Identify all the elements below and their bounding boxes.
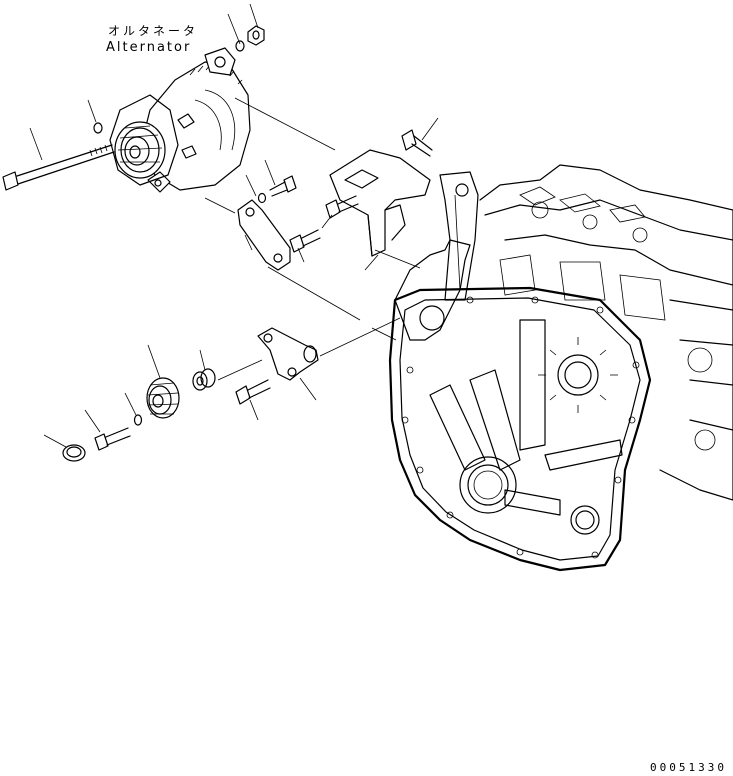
pulley-collar [192,368,216,391]
idler-bracket-bolt [235,379,271,405]
bracket-bolt-top [401,129,433,157]
alternator-label-japanese: オルタネータ [108,24,199,38]
pulley-cover-washer [62,444,86,462]
drawing-number: 00051330 [650,761,727,774]
pulley-bolt [94,414,143,451]
assembly-guide-lines [204,97,421,381]
bracket-bolt-side [325,195,359,219]
washer-through-bolt [93,122,103,134]
alternator-bracket [329,149,431,257]
alternator-label-english: Alternator [106,40,192,55]
mounting-plate [394,171,479,341]
callout-leaders [29,3,439,448]
link-bolt-lower [289,229,321,253]
engine-block [388,164,733,572]
nut-and-washer-top [235,25,265,52]
idler-bracket [257,327,319,381]
through-bolt [2,144,115,191]
idler-pulley [146,377,180,419]
alternator [109,47,251,193]
adjusting-link [237,199,291,271]
link-bolt-upper [257,175,297,204]
